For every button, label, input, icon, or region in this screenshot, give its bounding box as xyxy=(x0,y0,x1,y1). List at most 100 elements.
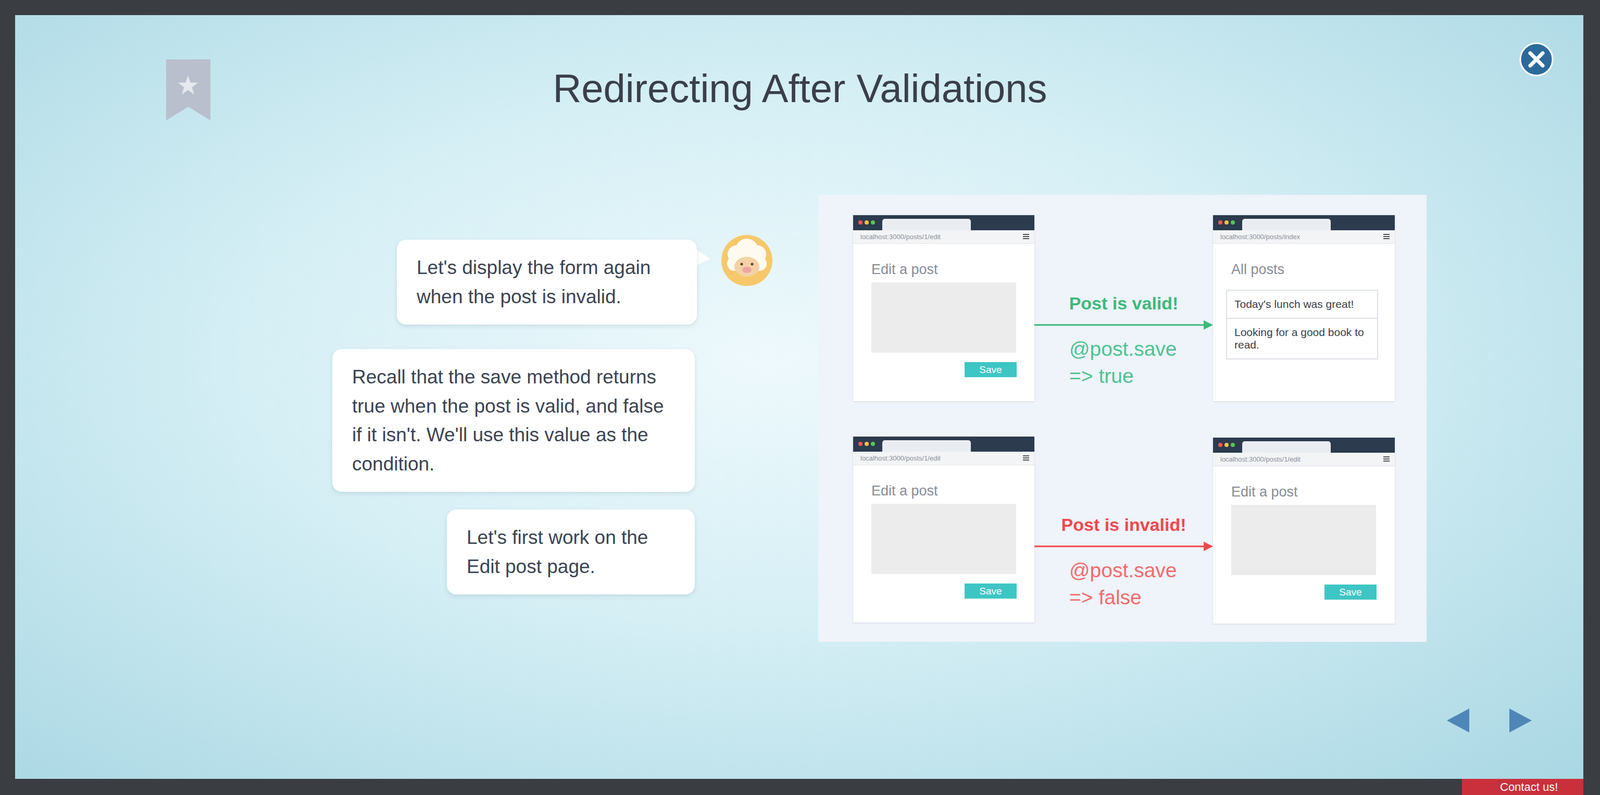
edge-label: Post is valid! xyxy=(1069,292,1179,315)
speech-bubble: Recall that the save method returns true… xyxy=(332,348,695,492)
contact-text: Contact us! xyxy=(1500,780,1558,794)
arrow-head xyxy=(1203,541,1214,552)
window-dot xyxy=(1224,220,1229,225)
address-bar: localhost:3000/posts/1/edit xyxy=(853,451,1035,466)
speech-bubble: Let's display the form again when the po… xyxy=(396,239,697,325)
menu-line xyxy=(1383,460,1390,462)
flow-arrow xyxy=(1034,541,1214,552)
browser-titlebar xyxy=(1213,215,1395,231)
bookmark-icon xyxy=(166,59,211,121)
save-button: Save xyxy=(964,583,1017,599)
browser-window: localhost:3000/posts/1/editEdit a postSa… xyxy=(1213,437,1395,624)
window-dot xyxy=(864,441,869,446)
sheep-eye xyxy=(751,263,754,266)
browser-window: localhost:3000/posts/indexAll postsToday… xyxy=(1213,215,1395,402)
window-dot xyxy=(1230,220,1235,225)
menu-line xyxy=(1022,455,1030,457)
browser-titlebar xyxy=(1213,437,1395,453)
sheep-eye xyxy=(740,263,744,266)
post-text: Today's lunch was great! xyxy=(1234,297,1370,311)
menu-line xyxy=(1383,456,1390,458)
window-dot xyxy=(858,220,863,225)
sheep-avatar xyxy=(721,234,773,286)
window-dot xyxy=(1218,442,1223,447)
menu-line xyxy=(1022,235,1030,237)
close-cross xyxy=(1530,53,1543,66)
button-text: Save xyxy=(979,364,1002,375)
menu-line xyxy=(1022,238,1030,240)
window-dot xyxy=(1218,220,1223,225)
button-text: Save xyxy=(1339,586,1362,598)
bubble-text: Recall that the save method returns true… xyxy=(352,362,675,479)
close-button xyxy=(1520,43,1553,76)
menu-line xyxy=(1383,458,1390,460)
text-area xyxy=(1231,504,1377,575)
return-value-note: @post.save => true xyxy=(1069,335,1195,391)
avatar-circle xyxy=(721,234,773,286)
browser-tab xyxy=(882,218,971,231)
arrow-line xyxy=(1034,323,1205,326)
contact-button xyxy=(1461,778,1584,795)
edge-label: Post is invalid! xyxy=(1061,514,1187,536)
window-dot xyxy=(1224,442,1229,447)
arrow-line xyxy=(1034,545,1205,547)
url-text: localhost:3000/posts/1/edit xyxy=(860,232,941,242)
menu-icon xyxy=(1383,233,1390,241)
menu-icon xyxy=(1383,456,1390,463)
menu-line xyxy=(1022,459,1030,461)
next-arrow xyxy=(1509,708,1532,733)
save-button: Save xyxy=(964,361,1017,378)
bubble-tail xyxy=(695,248,711,266)
page-heading: Edit a post xyxy=(871,260,939,278)
window-dot xyxy=(870,220,875,225)
flow-arrow xyxy=(1034,320,1214,330)
browser-titlebar xyxy=(853,436,1035,452)
menu-line xyxy=(1383,235,1390,237)
url-text: localhost:3000/posts/index xyxy=(1220,232,1300,242)
menu-icon xyxy=(1022,233,1030,241)
url-text: localhost:3000/posts/1/edit xyxy=(860,454,941,463)
menu-line xyxy=(1383,233,1390,235)
page-heading: All posts xyxy=(1231,260,1285,278)
menu-line xyxy=(1383,238,1390,240)
prev-arrow xyxy=(1446,708,1470,733)
window-dot xyxy=(864,220,869,225)
page-heading: Edit a post xyxy=(871,482,939,499)
slide-title: Redirecting After Validations xyxy=(0,64,1600,112)
address-bar: localhost:3000/posts/1/edit xyxy=(853,230,1035,244)
browser-tab xyxy=(1242,218,1331,231)
sheep-nose xyxy=(742,266,752,273)
browser-window: localhost:3000/posts/1/editEdit a postSa… xyxy=(853,215,1035,402)
text-area xyxy=(871,503,1017,574)
window-dot xyxy=(1230,442,1235,447)
browser-tab xyxy=(1242,441,1331,453)
address-bar: localhost:3000/posts/1/edit xyxy=(1213,452,1395,467)
sheep-face xyxy=(734,256,760,277)
menu-line xyxy=(1022,233,1030,235)
post-item: Looking for a good book to read. xyxy=(1226,317,1379,360)
text-area xyxy=(871,282,1017,353)
window-dot xyxy=(870,441,875,446)
post-text: Looking for a good book to read. xyxy=(1234,326,1370,352)
star-icon xyxy=(178,75,198,95)
browser-tab xyxy=(882,440,971,452)
window-dot xyxy=(858,441,863,446)
browser-window: localhost:3000/posts/1/editEdit a postSa… xyxy=(853,436,1035,623)
speech-bubble: Let's first work on the Edit post page. xyxy=(446,509,695,595)
url-text: localhost:3000/posts/1/edit xyxy=(1220,455,1301,464)
arrow-head xyxy=(1203,320,1214,330)
address-bar: localhost:3000/posts/index xyxy=(1213,230,1395,244)
bubble-text: Let's first work on the Edit post page. xyxy=(466,522,675,581)
close-cross xyxy=(1530,53,1543,66)
save-button: Save xyxy=(1324,584,1377,600)
menu-line xyxy=(1022,457,1030,459)
menu-icon xyxy=(1022,455,1030,462)
return-value-note: @post.save => false xyxy=(1069,556,1195,612)
post-item: Today's lunch was great! xyxy=(1226,289,1379,319)
browser-titlebar xyxy=(853,215,1035,231)
diagram-panel xyxy=(818,194,1427,642)
page-heading: Edit a post xyxy=(1231,483,1298,500)
bubble-text: Let's display the form again when the po… xyxy=(416,253,678,311)
button-text: Save xyxy=(979,585,1002,597)
